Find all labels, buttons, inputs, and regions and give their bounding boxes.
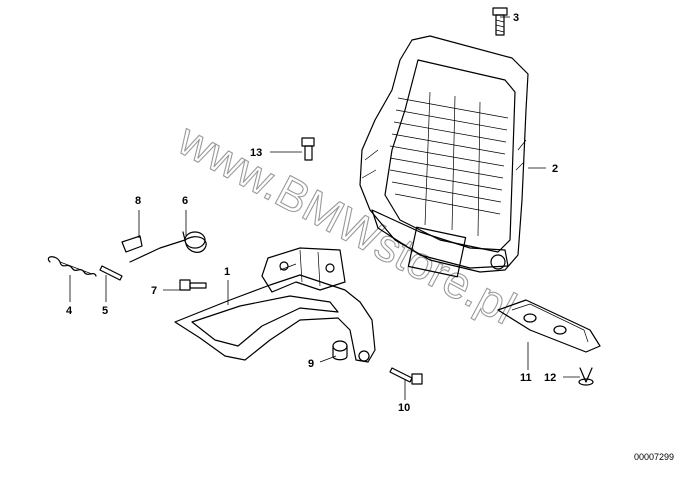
rail-11 <box>497 299 601 353</box>
clip-8 <box>121 235 143 253</box>
diagram-code: 00007299 <box>634 452 674 462</box>
callout-5: 5 <box>102 305 108 317</box>
screw-13 <box>301 137 315 161</box>
backrest-frame <box>359 35 529 278</box>
torsion-spring-6 <box>129 231 207 263</box>
callout-4: 4 <box>66 305 73 317</box>
callout-12: 12 <box>544 372 556 384</box>
seat-base-frame <box>174 247 376 363</box>
bushing-9 <box>332 340 348 361</box>
callout-13: 13 <box>250 147 262 159</box>
leader-lines <box>69 16 580 400</box>
callout-10: 10 <box>398 402 410 414</box>
callout-2: 2 <box>552 163 558 175</box>
bolt-3 <box>492 7 508 36</box>
callout-3: 3 <box>513 12 519 24</box>
callout-1: 1 <box>224 266 230 278</box>
screw-7 <box>179 279 207 291</box>
callout-8: 8 <box>135 195 141 207</box>
screw-10 <box>389 367 423 385</box>
pin-5 <box>99 265 123 281</box>
watermark: www.BMWstore.pl <box>169 112 524 334</box>
callouts: 1 2 3 4 5 6 7 8 9 10 11 12 13 <box>66 12 558 414</box>
spring-4 <box>47 256 97 277</box>
callout-11: 11 <box>520 372 532 384</box>
screw-12 <box>578 367 594 386</box>
callout-6: 6 <box>182 195 188 207</box>
callout-9: 9 <box>308 358 314 370</box>
callout-7: 7 <box>151 285 157 297</box>
